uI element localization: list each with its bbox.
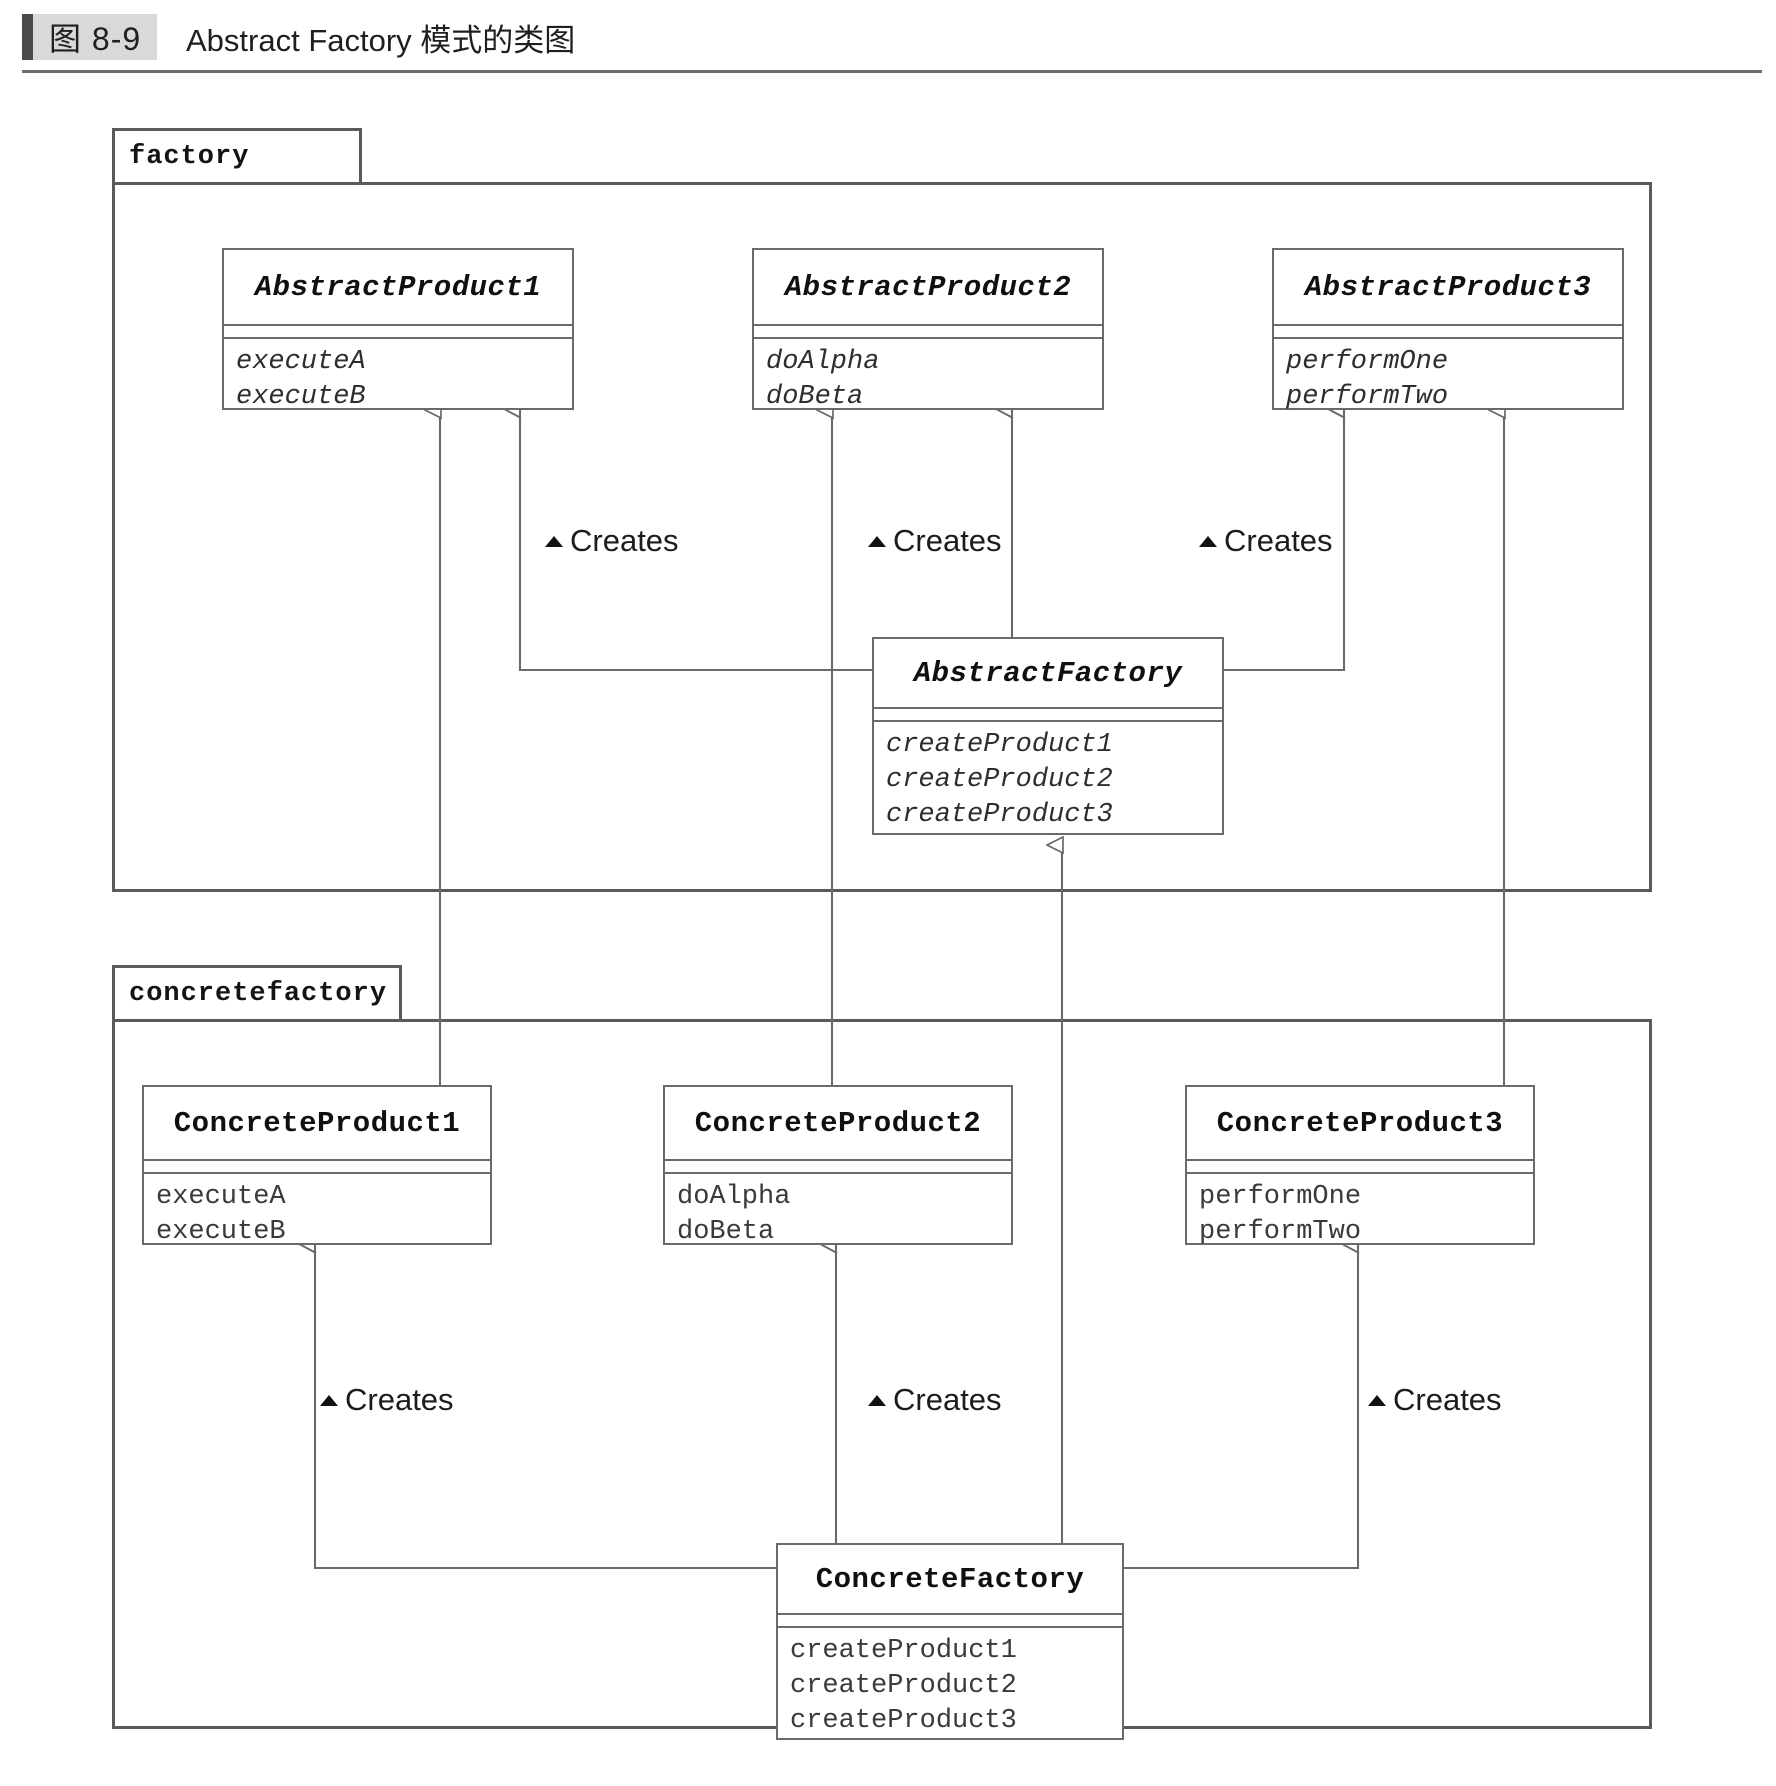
class-title-concrete-product-2: ConcreteProduct2 — [665, 1087, 1011, 1161]
creates-label-cf-cp1: Creates — [318, 1382, 456, 1418]
creates-text: Creates — [893, 1382, 1002, 1417]
operation-item: doBeta — [766, 382, 864, 412]
creates-text: Creates — [893, 523, 1002, 558]
package-label-concretefactory: concretefactory — [129, 978, 388, 1009]
creates-triangle-icon — [1368, 1394, 1386, 1406]
class-title-abstract-product-1: AbstractProduct1 — [224, 250, 572, 326]
operation-item: performOne — [1199, 1182, 1362, 1212]
operation-item: executeA — [236, 347, 366, 377]
class-box-concrete-product-3[interactable]: ConcreteProduct3 performOne performTwo — [1185, 1085, 1535, 1247]
creates-text: Creates — [570, 523, 679, 558]
operation-item: performOne — [1286, 347, 1449, 377]
class-ops-abstract-product-3: performOne performTwo — [1274, 339, 1622, 423]
class-ops-abstract-product-2: doAlpha doBeta — [754, 339, 1102, 423]
creates-triangle-icon — [545, 535, 563, 547]
class-box-concrete-factory[interactable]: ConcreteFactory createProduct1 createPro… — [776, 1543, 1124, 1740]
creates-label-af-cp1: Creates — [543, 523, 681, 559]
class-ops-concrete-factory: createProduct1 createProduct2 createProd… — [778, 1628, 1122, 1747]
class-attrs-concrete-product-3 — [1187, 1161, 1533, 1174]
creates-label-cf-cp3: Creates — [1366, 1382, 1504, 1418]
class-box-abstract-factory[interactable]: AbstractFactory createProduct1 createPro… — [872, 637, 1224, 835]
operation-item: createProduct1 — [790, 1636, 1017, 1666]
creates-text: Creates — [1393, 1382, 1502, 1417]
creates-label-af-cp2: Creates — [866, 523, 1004, 559]
figure-number: 图 8-9 — [33, 14, 158, 60]
operation-item: executeB — [156, 1217, 286, 1247]
creates-label-af-cp3: Creates — [1197, 523, 1335, 559]
caption-accent-bar — [22, 14, 33, 60]
class-title-abstract-factory: AbstractFactory — [874, 639, 1222, 709]
package-frame-factory — [112, 182, 1652, 892]
creates-triangle-icon — [1199, 535, 1217, 547]
class-ops-abstract-factory: createProduct1 createProduct2 createProd… — [874, 722, 1222, 841]
operation-item: createProduct2 — [790, 1671, 1017, 1701]
class-attrs-concrete-product-1 — [144, 1161, 490, 1174]
class-attrs-abstract-product-3 — [1274, 326, 1622, 339]
operation-item: doAlpha — [677, 1182, 791, 1212]
class-attrs-abstract-product-2 — [754, 326, 1102, 339]
operation-item: createProduct3 — [886, 800, 1113, 830]
package-tab-concretefactory: concretefactory — [112, 965, 402, 1019]
class-attrs-abstract-product-1 — [224, 326, 572, 339]
class-title-concrete-product-1: ConcreteProduct1 — [144, 1087, 490, 1161]
class-attrs-concrete-product-2 — [665, 1161, 1011, 1174]
class-title-concrete-factory: ConcreteFactory — [778, 1545, 1122, 1615]
class-box-concrete-product-2[interactable]: ConcreteProduct2 doAlpha doBeta — [663, 1085, 1013, 1247]
class-box-concrete-product-1[interactable]: ConcreteProduct1 executeA executeB — [142, 1085, 492, 1247]
figure-title: Abstract Factory 模式的类图 — [186, 22, 576, 58]
class-ops-abstract-product-1: executeA executeB — [224, 339, 572, 423]
class-attrs-concrete-factory — [778, 1615, 1122, 1628]
creates-text: Creates — [1224, 523, 1333, 558]
operation-item: createProduct2 — [886, 765, 1113, 795]
operation-item: executeB — [236, 382, 366, 412]
class-ops-concrete-product-3: performOne performTwo — [1187, 1174, 1533, 1258]
class-ops-concrete-product-1: executeA executeB — [144, 1174, 490, 1258]
class-title-abstract-product-2: AbstractProduct2 — [754, 250, 1102, 326]
class-box-abstract-product-1[interactable]: AbstractProduct1 executeA executeB — [222, 248, 574, 412]
operation-item: doBeta — [677, 1217, 775, 1247]
class-title-abstract-product-3: AbstractProduct3 — [1274, 250, 1622, 326]
package-label-factory: factory — [129, 141, 250, 172]
operation-item: performTwo — [1286, 382, 1449, 412]
class-ops-concrete-product-2: doAlpha doBeta — [665, 1174, 1011, 1258]
operation-item: executeA — [156, 1182, 286, 1212]
class-box-abstract-product-2[interactable]: AbstractProduct2 doAlpha doBeta — [752, 248, 1104, 412]
creates-triangle-icon — [320, 1394, 338, 1406]
class-attrs-abstract-factory — [874, 709, 1222, 722]
figure-caption-bar: 图 8-9 Abstract Factory 模式的类图 — [0, 0, 1776, 78]
package-tab-factory: factory — [112, 128, 362, 182]
caption-divider — [22, 70, 1762, 73]
creates-triangle-icon — [868, 535, 886, 547]
operation-item: performTwo — [1199, 1217, 1362, 1247]
operation-item: doAlpha — [766, 347, 880, 377]
operation-item: createProduct1 — [886, 730, 1113, 760]
creates-triangle-icon — [868, 1394, 886, 1406]
class-box-abstract-product-3[interactable]: AbstractProduct3 performOne performTwo — [1272, 248, 1624, 412]
operation-item: createProduct3 — [790, 1706, 1017, 1736]
creates-text: Creates — [345, 1382, 454, 1417]
creates-label-cf-cp2: Creates — [866, 1382, 1004, 1418]
class-title-concrete-product-3: ConcreteProduct3 — [1187, 1087, 1533, 1161]
